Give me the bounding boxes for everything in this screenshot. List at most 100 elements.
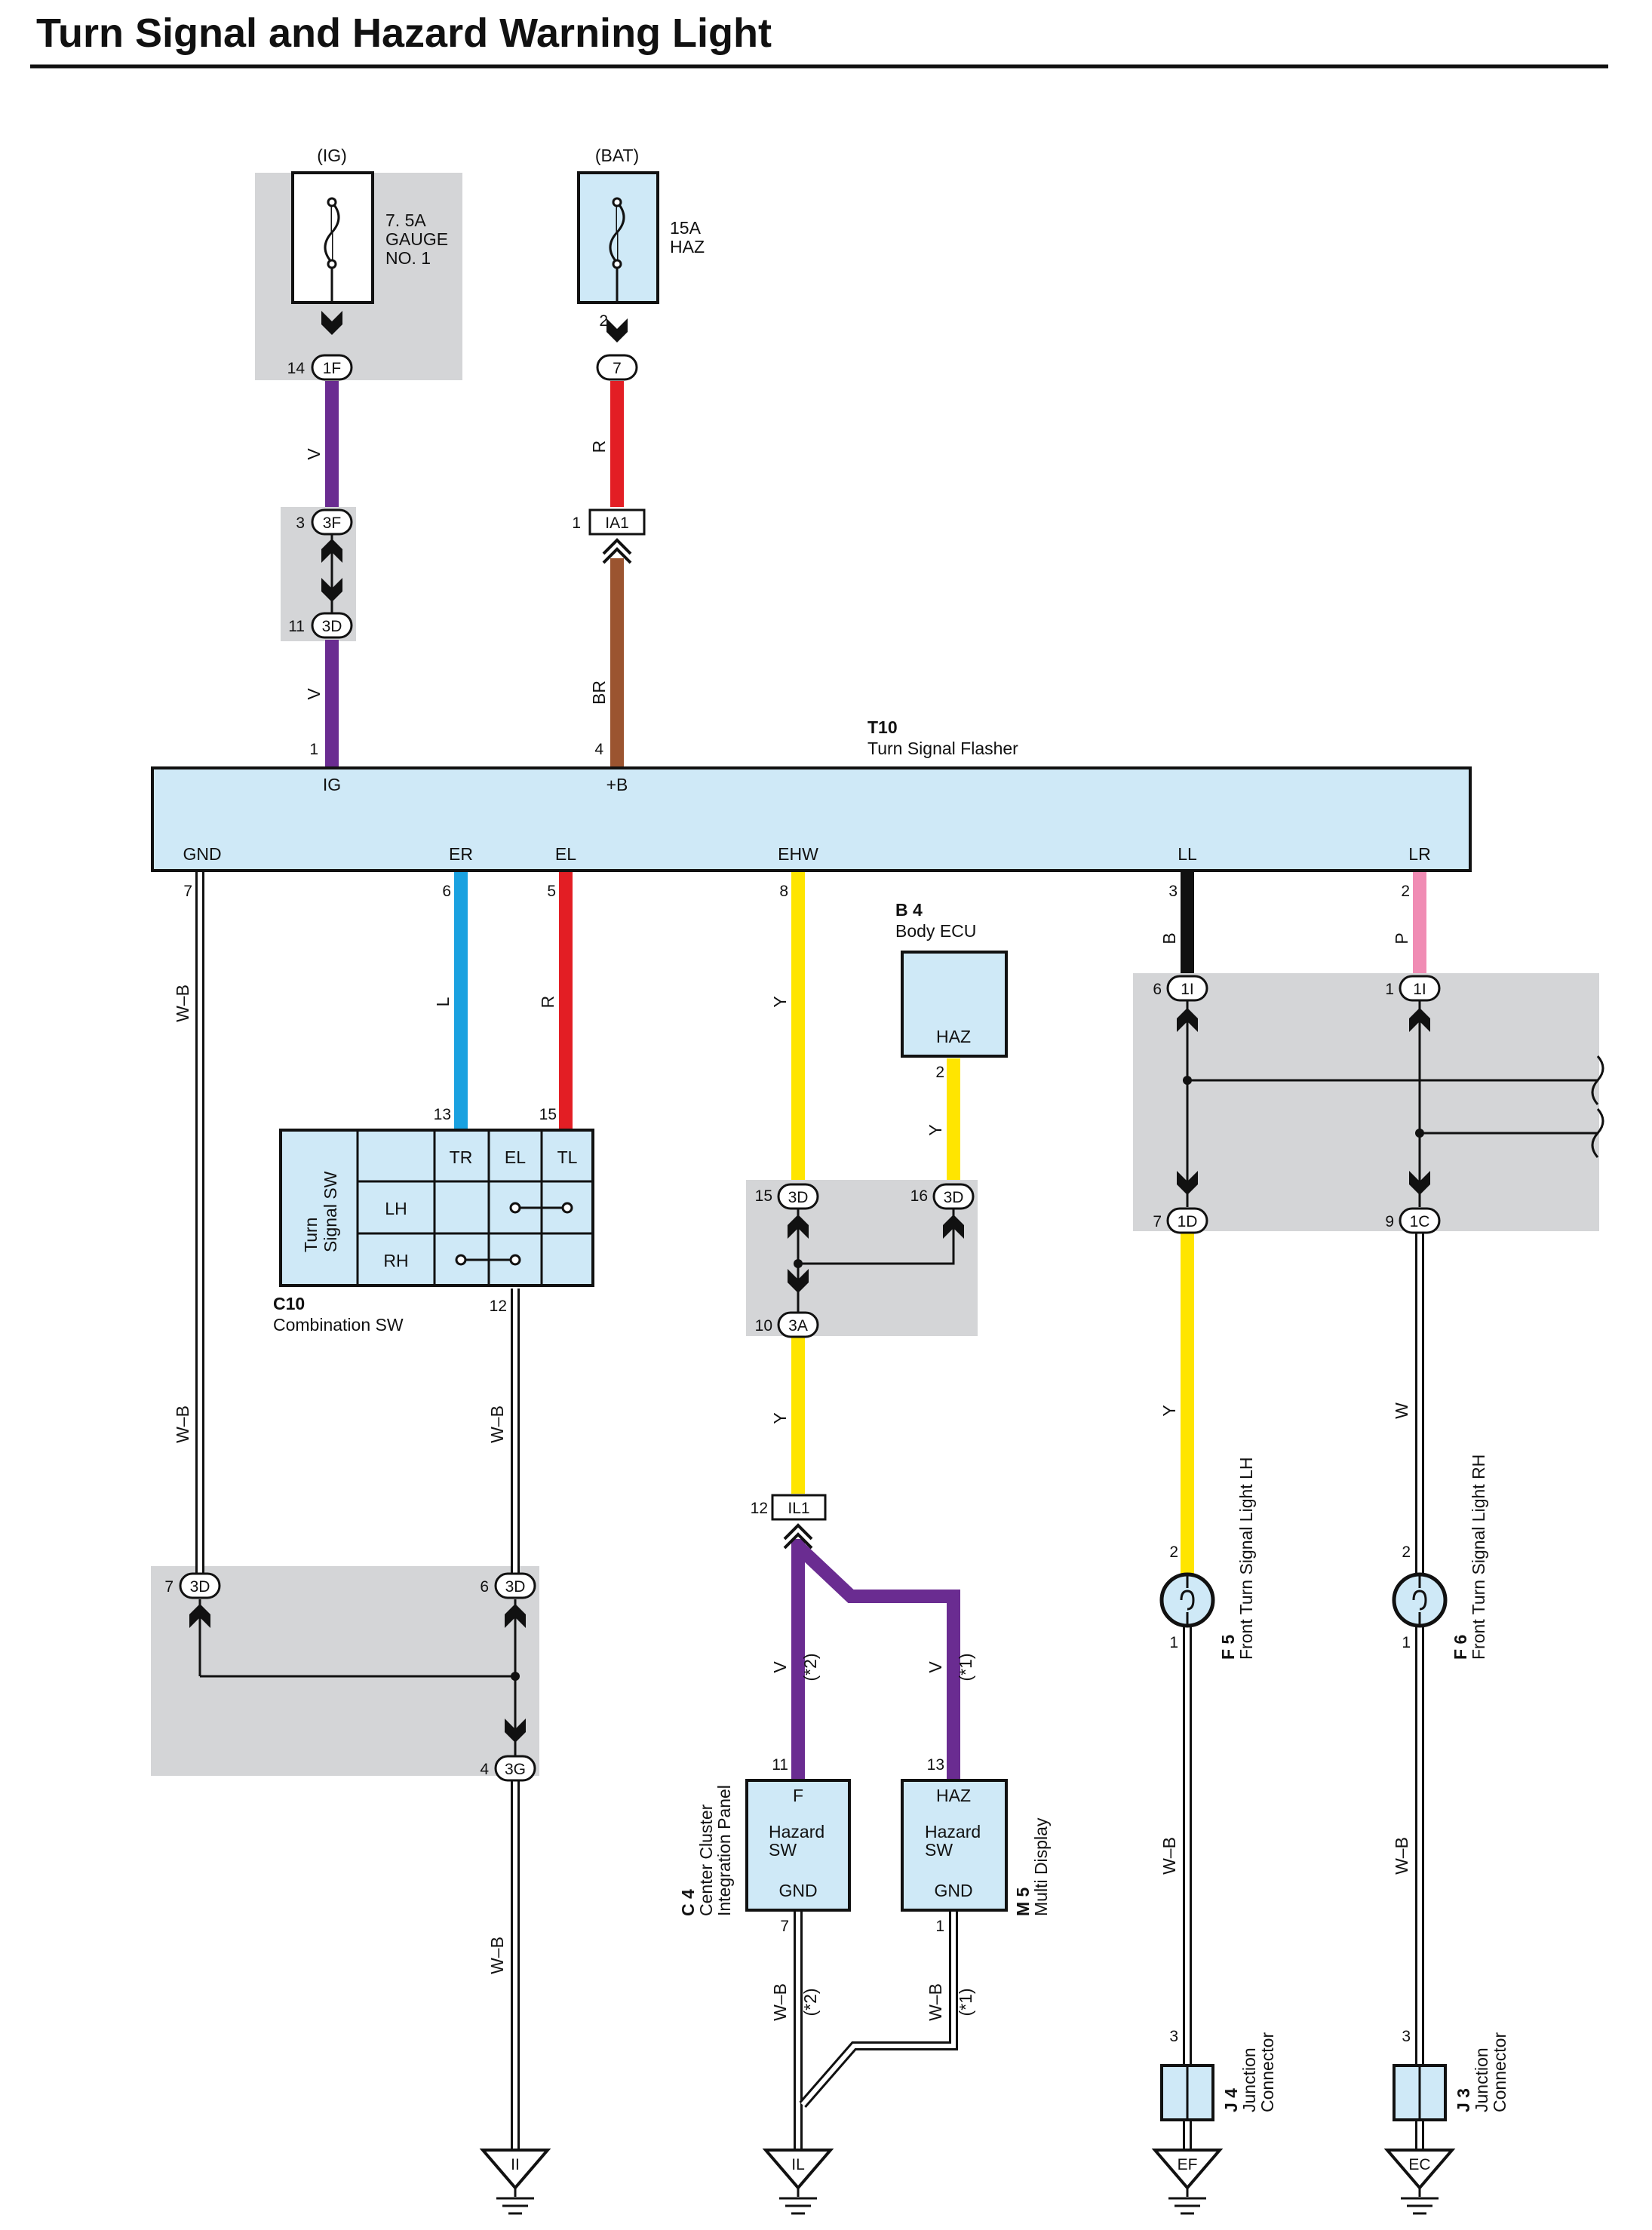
flasher-term-lr: LR [1408, 844, 1430, 864]
csw-col-el: EL [505, 1147, 526, 1167]
ground-ef: EF [1151, 2149, 1224, 2215]
connector-1f [311, 354, 353, 381]
m5-term-bottom: GND [934, 1881, 972, 1900]
connector-3d-15 [777, 1183, 819, 1210]
pin-4-3g: 4 [480, 1761, 489, 1778]
connector-3d-15-label: 3D [788, 1189, 809, 1206]
connector-3f [311, 508, 353, 536]
pin-3-ll: 3 [1168, 883, 1178, 900]
front-turn-light-lh: 2 1 F 5 Front Turn Signal Light LH [1159, 1457, 1256, 1660]
note-1-upper: (*1) [956, 1653, 975, 1681]
fuse-haz: (BAT) 15A HAZ [577, 146, 705, 304]
front-turn-light-rh: 2 1 F 6 Front Turn Signal Light RH [1392, 1454, 1488, 1660]
pin-7-3d: 7 [164, 1578, 173, 1596]
multi-display: 13 HAZ Hazard SW GND 1 M 5 Multi Display [901, 1756, 1051, 1935]
wire-v-m5 [793, 1541, 960, 1779]
arrow-1f [321, 311, 342, 335]
flasher-name: Turn Signal Flasher [867, 739, 1018, 758]
flasher-code: T10 [867, 717, 898, 737]
j3-name-2: Connector [1490, 2032, 1509, 2112]
connector-1i-6-label: 1I [1181, 981, 1194, 998]
pin-13-tr: 13 [434, 1106, 451, 1123]
fuse-ig-name2: NO. 1 [385, 248, 431, 268]
wire-label-y-4: Y [1159, 1405, 1179, 1416]
pin-13-m5: 13 [927, 1756, 944, 1774]
connector-ia1 [588, 508, 646, 536]
pin-7-1d: 7 [1153, 1213, 1162, 1230]
junction-connector-j4: 3 J 4 Junction Connector [1160, 2028, 1277, 2121]
pin-12-csw: 12 [490, 1298, 507, 1315]
c4-term-top: F [793, 1786, 803, 1805]
arrow-3a [788, 1269, 809, 1293]
j3-code: J 3 [1454, 2088, 1473, 2112]
f6-code: F 6 [1451, 1635, 1470, 1660]
pin-14: 14 [287, 360, 306, 377]
flasher-term-ehw: EHW [778, 844, 818, 864]
j4-name-2: Connector [1257, 2032, 1277, 2112]
arrow-3d-7 [189, 1604, 210, 1628]
pin-7-c4: 7 [780, 1918, 789, 1935]
pin-11-c4: 11 [772, 1756, 788, 1774]
body-ecu-code: B 4 [895, 900, 923, 920]
pin-1-1i: 1 [1385, 981, 1394, 998]
c4-name-1: Center Cluster [696, 1804, 716, 1916]
pin-16-3d: 16 [910, 1187, 928, 1205]
wire-label-r-2: R [538, 996, 557, 1009]
ground-ef-label: EF [1178, 2156, 1198, 2173]
connector-1c [1399, 1207, 1441, 1234]
connector-3d-16-label: 3D [944, 1189, 964, 1206]
arrow-ia1 [602, 538, 632, 564]
flasher-term-ig: IG [323, 775, 341, 794]
m5-term-top: HAZ [936, 1786, 971, 1805]
j4-code: J 4 [1221, 2088, 1241, 2112]
connector-1c-label: 1C [1410, 1213, 1430, 1230]
pin-15-tl: 15 [539, 1106, 557, 1123]
wire-label-wb-2: W–B [173, 1405, 192, 1443]
white-wires [195, 872, 1424, 2154]
csw-name: Combination SW [273, 1315, 404, 1335]
arrow-haz [606, 318, 628, 342]
ground-ec: EC [1383, 2149, 1456, 2215]
pin-8-ehw: 8 [779, 883, 788, 900]
connector-ia1-label: IA1 [605, 514, 629, 532]
c4-label-2: SW [769, 1840, 797, 1860]
pin-2-body-ecu: 2 [935, 1064, 944, 1081]
junction-block-3d-3g [151, 1566, 539, 1776]
connector-3d-7 [179, 1572, 221, 1599]
fuse-bat-rating: 15A [670, 218, 702, 238]
arrow-1i-6 [1177, 1008, 1198, 1032]
arrow-1i-1 [1409, 1008, 1430, 1032]
pin-2-f5: 2 [1169, 1543, 1178, 1561]
flasher-term-el: EL [555, 844, 576, 864]
c4-term-bottom: GND [778, 1881, 817, 1900]
f6-name: Front Turn Signal Light RH [1469, 1454, 1488, 1660]
wire-label-wb-8: W–B [1392, 1837, 1411, 1875]
connector-7-label: 7 [613, 360, 622, 377]
wire-label-br: BR [589, 680, 609, 705]
fuse-bat-name: HAZ [670, 237, 705, 256]
pin-2-f6: 2 [1402, 1543, 1411, 1561]
body-ecu-terminal: HAZ [936, 1027, 971, 1046]
connector-3d-11 [311, 612, 353, 639]
wire-label-l: L [433, 997, 453, 1006]
c4-label-1: Hazard [769, 1822, 824, 1841]
ground-ii: II [479, 2149, 551, 2215]
csw-row-rh: RH [383, 1251, 408, 1270]
m5-label-1: Hazard [925, 1822, 981, 1841]
combination-switch: 13 15 TR EL TL LH RH Turn Signal SW C10 … [273, 1106, 594, 1335]
m5-code: M 5 [1013, 1887, 1033, 1916]
turn-signal-flasher: T10 Turn Signal Flasher 1 4 IG +B GND ER… [151, 717, 1472, 872]
csw-row-lh: LH [385, 1199, 407, 1218]
pin-15-3d: 15 [755, 1187, 772, 1205]
connector-1i-1 [1399, 975, 1441, 1002]
wire-label-v-1: V [304, 448, 324, 460]
csw-col-tr: TR [450, 1147, 473, 1167]
flasher-term-er: ER [449, 844, 473, 864]
note-1-lower: (*1) [956, 1988, 975, 2016]
connector-1i-1-label: 1I [1413, 981, 1426, 998]
wire-label-wb-5: W–B [770, 1983, 790, 2021]
pin-2-haz: 2 [599, 312, 608, 330]
connector-3d-11-label: 3D [322, 618, 342, 635]
connector-il1 [771, 1494, 827, 1521]
wire-label-wb-1: W–B [173, 984, 192, 1022]
